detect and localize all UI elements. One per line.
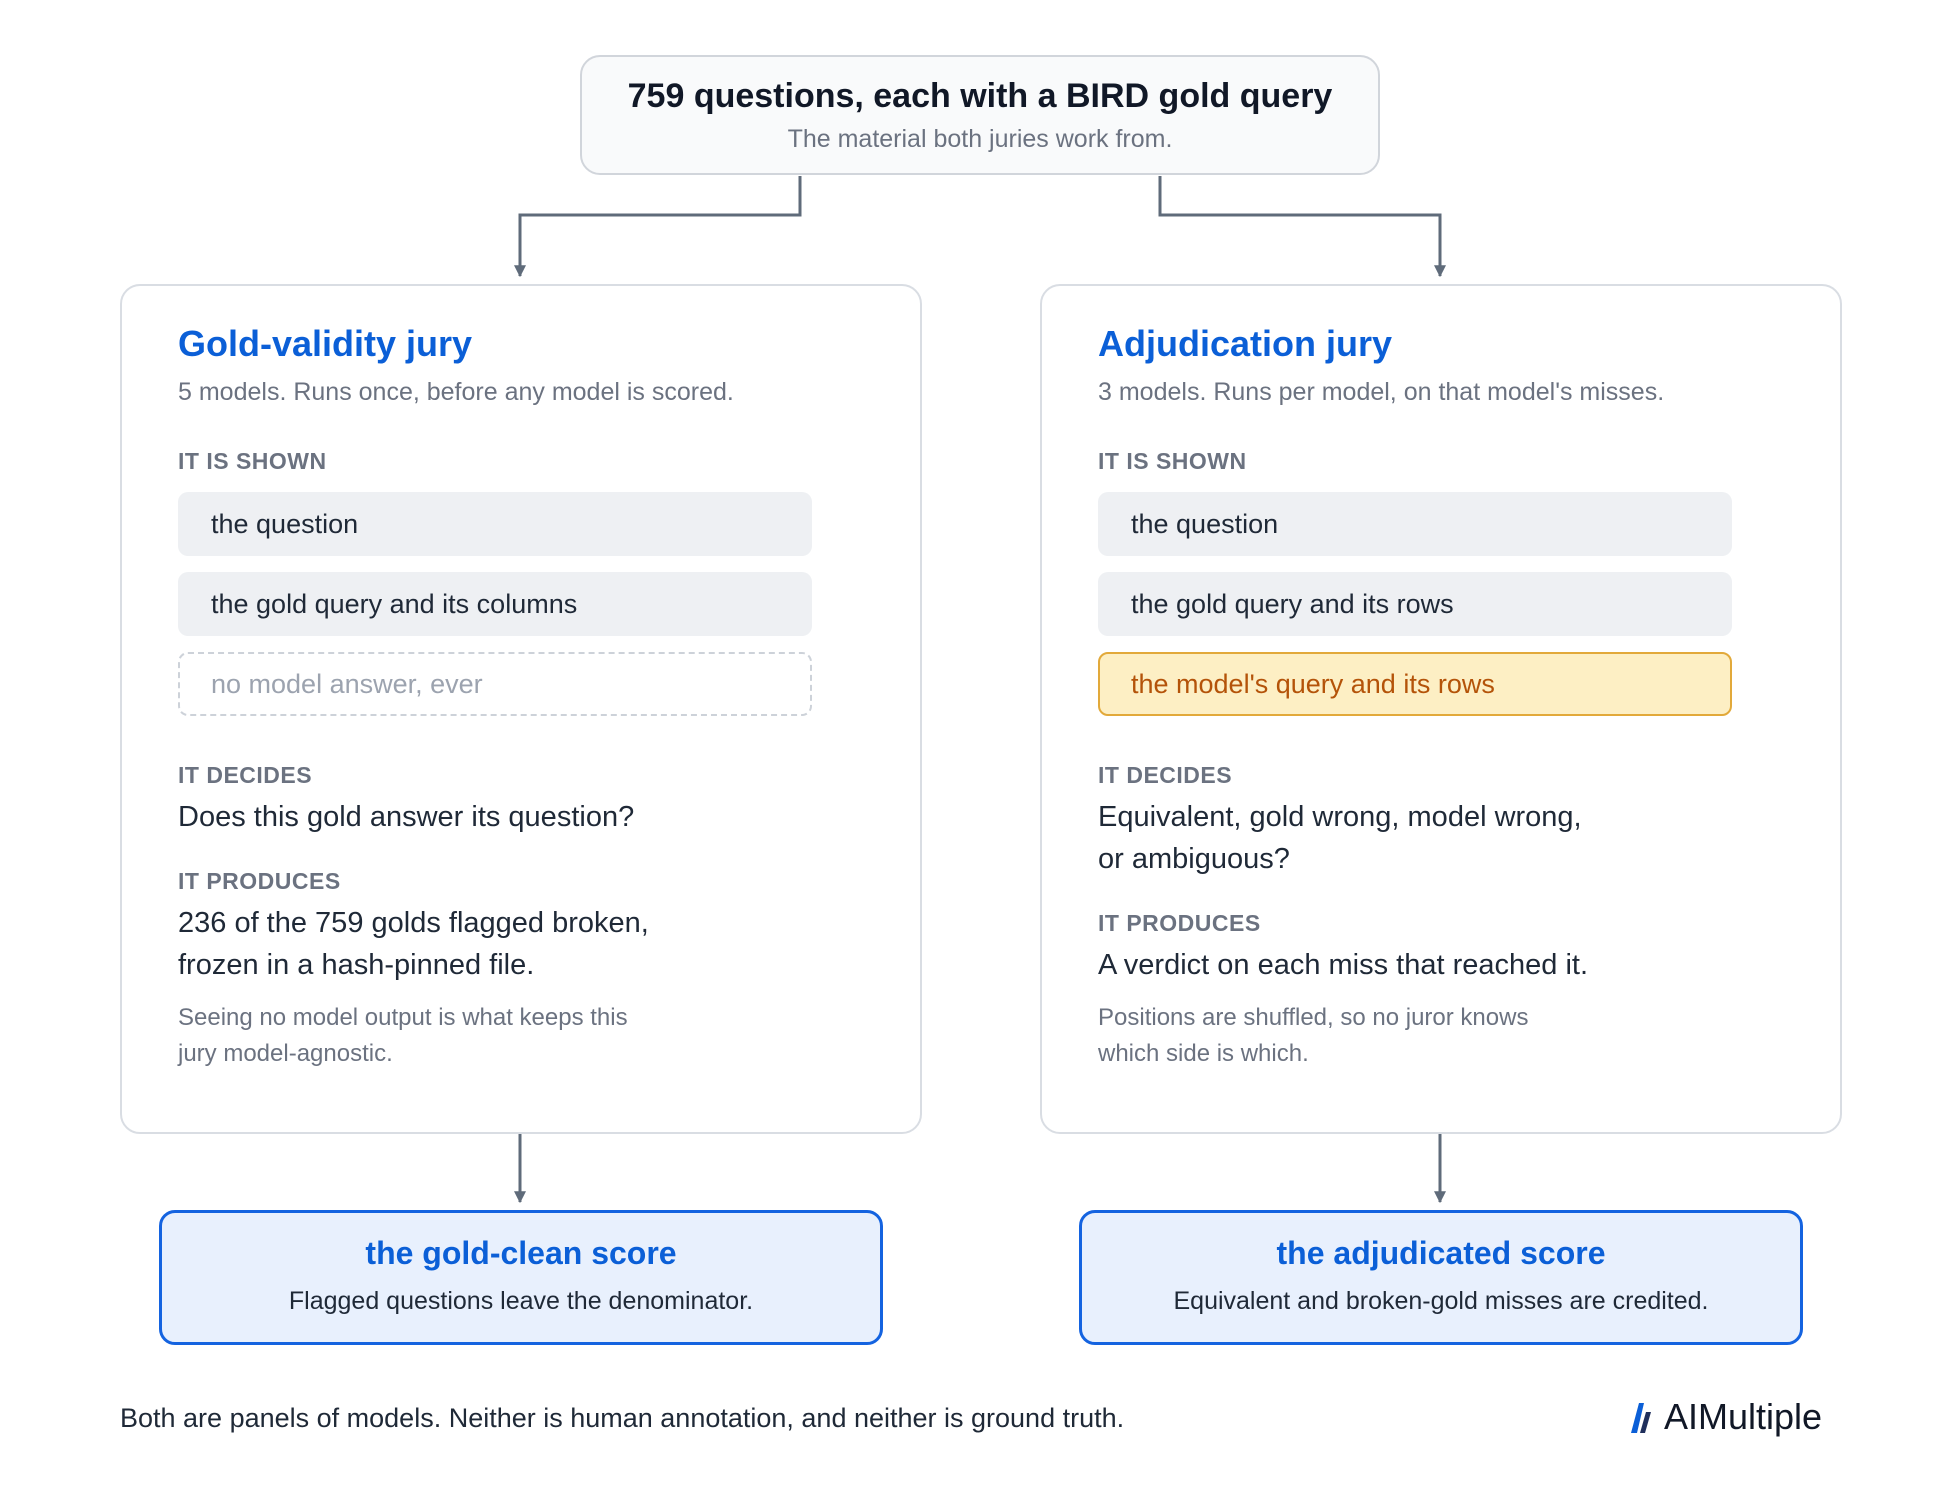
brand-name: AIMultiple: [1664, 1396, 1823, 1437]
footer-note: Both are panels of models. Neither is hu…: [120, 1403, 1125, 1433]
aimultiple-logo-icon: [1631, 1403, 1651, 1433]
gold-validity-jury-panel: Gold-validity jury 5 models. Runs once, …: [120, 284, 922, 1134]
panel-note: Positions are shuffled, so no juror know…: [1098, 1000, 1784, 1072]
score-title: the adjudicated score: [1276, 1235, 1606, 1271]
connector-source-to-gold-validity-jury: [514, 176, 802, 278]
produces-text: 236 of the 759 golds flagged broken, fro…: [178, 902, 864, 986]
it-decides-label: IT DECIDES: [178, 762, 313, 788]
it-decides-label: IT DECIDES: [1098, 762, 1233, 788]
score-subtitle: Flagged questions leave the denominator.: [288, 1287, 754, 1315]
shown-item: the gold query and its rows: [1098, 572, 1732, 636]
produces-line: frozen in a hash-pinned file.: [178, 949, 535, 981]
shown-items: the question the gold query and its colu…: [178, 492, 864, 716]
note-line: jury model-agnostic.: [178, 1040, 393, 1067]
score-title: the gold-clean score: [365, 1235, 677, 1271]
it-is-shown-label: IT IS SHOWN: [1098, 448, 1247, 474]
adjudication-jury-panel: Adjudication jury 3 models. Runs per mod…: [1040, 284, 1842, 1134]
note-line: which side is which.: [1098, 1040, 1309, 1067]
decides-line: Equivalent, gold wrong, model wrong,: [1098, 801, 1582, 833]
source-subtitle: The material both juries work from.: [787, 125, 1173, 153]
note-line: Seeing no model output is what keeps thi…: [178, 1004, 628, 1031]
produces-text: A verdict on each miss that reached it.: [1098, 944, 1784, 986]
decides-text: Equivalent, gold wrong, model wrong, or …: [1098, 796, 1784, 880]
shown-item: the question: [1098, 492, 1732, 556]
source-box: 759 questions, each with a BIRD gold que…: [580, 55, 1380, 175]
panel-title: Adjudication jury: [1098, 323, 1393, 364]
shown-item: the gold query and its columns: [178, 572, 812, 636]
score-subtitle: Equivalent and broken-gold misses are cr…: [1173, 1287, 1709, 1315]
panel-subtitle: 3 models. Runs per model, on that model'…: [1098, 378, 1665, 406]
it-is-shown-label: IT IS SHOWN: [178, 448, 327, 474]
decides-text: Does this gold answer its question?: [178, 796, 864, 838]
it-produces-label: IT PRODUCES: [1098, 910, 1261, 936]
produces-line: 236 of the 759 golds flagged broken,: [178, 907, 649, 939]
produces-line: A verdict on each miss that reached it.: [1098, 949, 1589, 981]
panel-title: Gold-validity jury: [178, 323, 473, 364]
shown-item: the question: [178, 492, 812, 556]
shown-items: the question the gold query and its rows…: [1098, 492, 1784, 716]
connector-source-to-adjudication-jury: [1158, 176, 1446, 278]
decides-line: Does this gold answer its question?: [178, 801, 635, 833]
source-title: 759 questions, each with a BIRD gold que…: [627, 77, 1333, 115]
gold-clean-score-box: the gold-clean score Flagged questions l…: [159, 1210, 883, 1345]
adjudicated-score-box: the adjudicated score Equivalent and bro…: [1079, 1210, 1803, 1345]
note-line: Positions are shuffled, so no juror know…: [1098, 1004, 1529, 1031]
shown-item-highlighted: the model's query and its rows: [1098, 652, 1732, 716]
shown-item-excluded: no model answer, ever: [178, 652, 812, 716]
panel-subtitle: 5 models. Runs once, before any model is…: [178, 378, 734, 406]
decides-line: or ambiguous?: [1098, 843, 1290, 875]
it-produces-label: IT PRODUCES: [178, 868, 341, 894]
panel-note: Seeing no model output is what keeps thi…: [178, 1000, 864, 1072]
